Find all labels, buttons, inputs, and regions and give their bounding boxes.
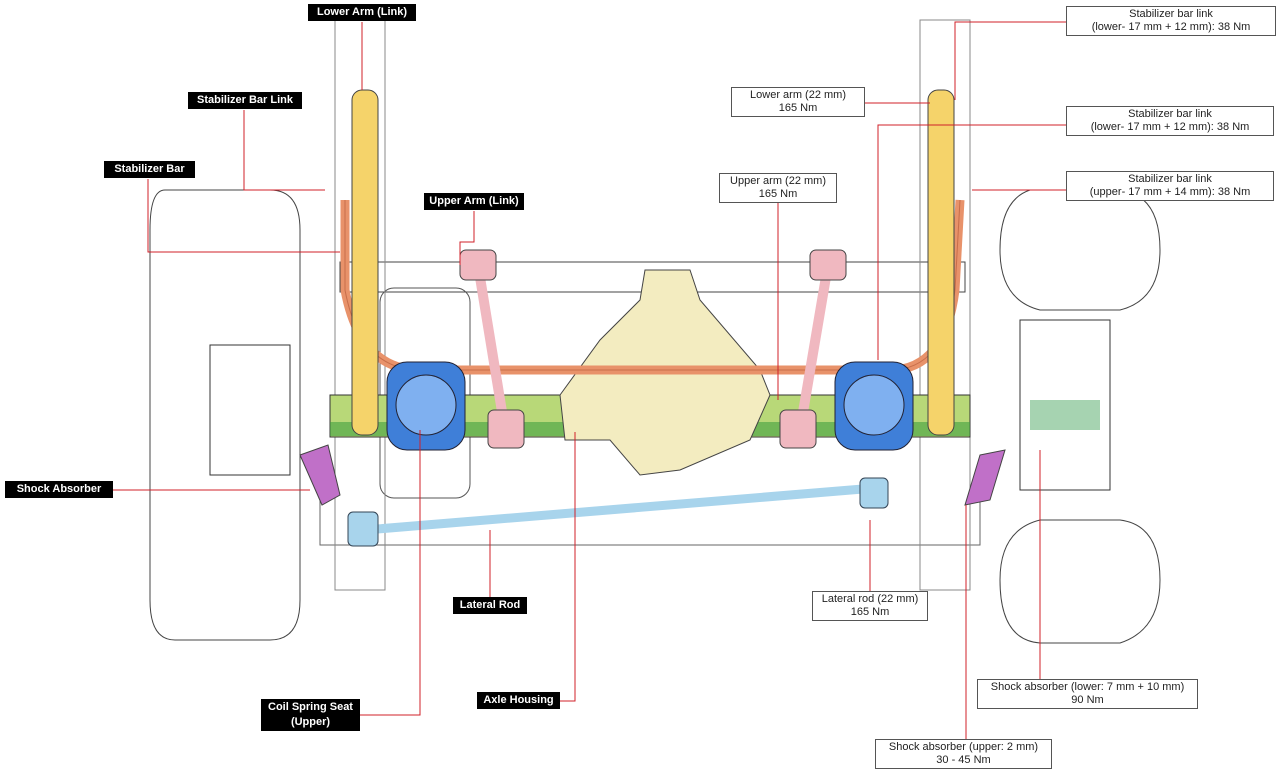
left-upper-arm xyxy=(473,264,510,431)
torque-line2: 90 Nm xyxy=(1071,694,1104,706)
right-hub-shaft xyxy=(1030,400,1100,430)
torque-line2: (lower- 17 mm + 12 mm): 38 Nm xyxy=(1091,21,1251,33)
fuel-tank-outline xyxy=(379,287,471,499)
torque-stab-link-lower-1: Stabilizer bar link (lower- 17 mm + 12 m… xyxy=(1066,6,1276,36)
torque-lateral-rod: Lateral rod (22 mm) 165 Nm xyxy=(812,591,928,621)
torque-stab-link-upper: Stabilizer bar link (upper- 17 mm + 14 m… xyxy=(1066,171,1274,201)
torque-upper-arm: Upper arm (22 mm) 165 Nm xyxy=(719,173,837,203)
label-coil-spring-seat-line2: (Upper) xyxy=(290,716,331,728)
leader-torque-stab-link-lower-2 xyxy=(877,124,1066,360)
right-wheel-lower-outline xyxy=(999,519,1161,644)
leader-axle-housing xyxy=(560,432,576,702)
rear-frame-outline xyxy=(319,470,981,546)
torque-shock-lower: Shock absorber (lower: 7 mm + 10 mm) 90 … xyxy=(977,679,1198,709)
leader-upper-arm-link xyxy=(459,211,475,265)
torque-line2: (lower- 17 mm + 12 mm): 38 Nm xyxy=(1090,121,1250,133)
torque-line1: Stabilizer bar link xyxy=(1128,173,1212,185)
torque-line1: Lateral rod (22 mm) xyxy=(821,593,919,605)
torque-line1: Shock absorber (lower: 7 mm + 10 mm) xyxy=(990,681,1185,693)
left-upper-arm-bottom-bushing xyxy=(487,409,525,449)
lateral-rod-right-end xyxy=(859,477,889,509)
right-hub xyxy=(1019,319,1111,491)
label-stabilizer-bar-link: Stabilizer Bar Link xyxy=(188,92,302,109)
right-coil-spring-seat-center xyxy=(843,374,905,436)
lateral-rod-left-end xyxy=(347,511,379,547)
left-coil-spring-seat-center xyxy=(395,374,457,436)
label-lower-arm-link: Lower Arm (Link) xyxy=(308,4,416,21)
torque-line2: 165 Nm xyxy=(850,606,890,618)
label-axle-housing: Axle Housing xyxy=(477,692,560,709)
torque-line1: Upper arm (22 mm) xyxy=(730,175,826,187)
lateral-rod xyxy=(364,483,876,535)
torque-line2: 30 - 45 Nm xyxy=(936,754,991,766)
label-coil-spring-seat-line1: Coil Spring Seat xyxy=(268,701,353,713)
leader-coil-spring-seat xyxy=(360,430,421,716)
torque-lower-arm: Lower arm (22 mm) 165 Nm xyxy=(731,87,865,117)
label-lateral-rod: Lateral Rod xyxy=(453,597,527,614)
leader-torque-stab-link-lower-1 xyxy=(954,21,1066,100)
torque-line2: (upper- 17 mm + 14 mm): 38 Nm xyxy=(1089,186,1251,198)
right-frame-rail xyxy=(919,19,971,591)
torque-stab-link-lower-2: Stabilizer bar link (lower- 17 mm + 12 m… xyxy=(1066,106,1274,136)
left-shock-absorber xyxy=(299,444,341,506)
left-wheel-outline xyxy=(149,189,301,641)
right-lower-arm xyxy=(927,89,955,436)
torque-line1: Stabilizer bar link xyxy=(1128,108,1212,120)
left-brake-drum xyxy=(209,344,291,476)
right-shock-absorber xyxy=(964,449,1006,506)
torque-line1: Stabilizer bar link xyxy=(1129,8,1213,20)
torque-line2: 165 Nm xyxy=(758,188,798,200)
leader-stabilizer-bar-link xyxy=(243,110,325,191)
right-upper-arm-bottom-bushing xyxy=(779,409,817,449)
torque-line2: 165 Nm xyxy=(778,102,818,114)
right-wheel-upper-outline xyxy=(999,189,1161,311)
right-upper-arm-top-bushing xyxy=(809,249,847,281)
leader-lines xyxy=(113,21,1066,739)
leader-stabilizer-bar xyxy=(147,179,340,253)
left-upper-arm-top-bushing xyxy=(459,249,497,281)
right-upper-arm xyxy=(795,264,833,431)
torque-line1: Lower arm (22 mm) xyxy=(750,89,846,101)
label-stabilizer-bar: Stabilizer Bar xyxy=(104,161,195,178)
label-coil-spring-seat: Coil Spring Seat (Upper) xyxy=(261,699,360,731)
left-lower-arm xyxy=(351,89,379,436)
label-shock-absorber: Shock Absorber xyxy=(5,481,113,498)
torque-shock-upper: Shock absorber (upper: 2 mm) 30 - 45 Nm xyxy=(875,739,1052,769)
label-upper-arm-link: Upper Arm (Link) xyxy=(424,193,524,210)
torque-line1: Shock absorber (upper: 2 mm) xyxy=(888,741,1039,753)
